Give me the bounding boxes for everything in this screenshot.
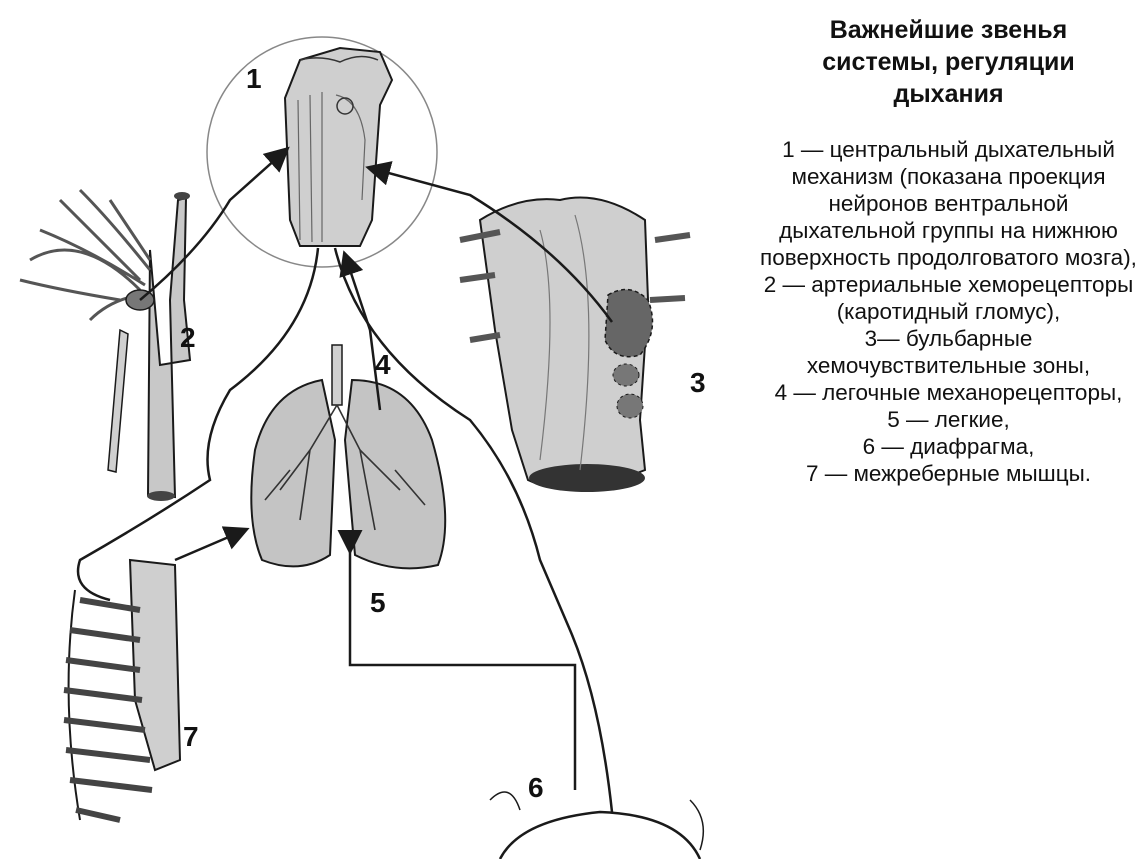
label-6: 6 [528, 772, 544, 803]
legend: 1 — центральный дыхательный механизм (по… [760, 136, 1137, 487]
legend-item-4: 4 — легочные механорецепторы, [760, 379, 1137, 406]
respiratory-regulation-diagram: 1 2 3 4 5 6 7 [0, 0, 760, 859]
carotid-glomus [20, 190, 190, 501]
label-3: 3 [690, 367, 706, 398]
label-2: 2 [180, 322, 196, 353]
rib-cage [64, 560, 180, 820]
diaphragm [490, 792, 703, 859]
medulla-oblongata [207, 37, 437, 267]
legend-item-1: 1 — центральный дыхательный механизм (по… [760, 136, 1137, 271]
label-5: 5 [370, 587, 386, 618]
bulbar-chemosensitive-zones [460, 198, 690, 493]
diagram-title: Важнейшие звенья системы, регуляции дыха… [760, 14, 1137, 110]
legend-item-2: 2 — артериальные хеморецепторы (каротидн… [760, 271, 1137, 325]
legend-item-7: 7 — межреберные мышцы. [760, 460, 1137, 487]
label-1: 1 [246, 63, 262, 94]
legend-item-3: 3— бульбарные хемочувствительные зоны, [760, 325, 1137, 379]
legend-item-5: 5 — легкие, [760, 406, 1137, 433]
label-4: 4 [375, 349, 391, 380]
caption: Важнейшие звенья системы, регуляции дыха… [760, 14, 1137, 487]
label-7: 7 [183, 721, 199, 752]
legend-item-6: 6 — диафрагма, [760, 433, 1137, 460]
